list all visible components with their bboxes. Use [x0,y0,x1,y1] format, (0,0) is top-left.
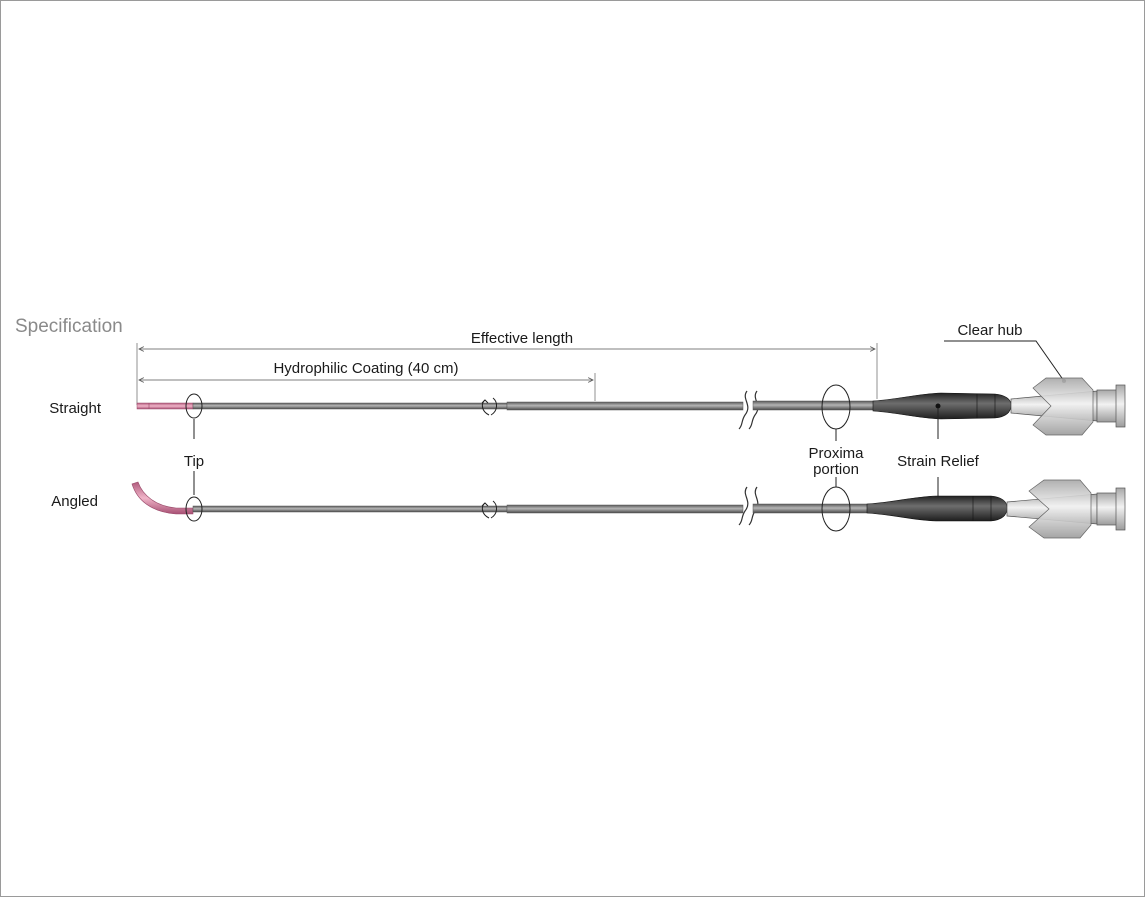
straight-tip-rotation-icon [185,393,203,419]
proximal-label-line1: Proxima [808,445,864,462]
angled-shaft-proximal [752,503,870,514]
tip-label: Tip [184,453,204,470]
angled-coating-rotation-icon [481,500,497,519]
proximal-portion-callout: Proxima portion [808,429,864,487]
angled-strain-relief [866,495,1008,522]
tip-callout: Tip [184,419,204,495]
angled-catheter [131,479,1126,539]
angled-hub [1006,479,1126,539]
straight-label: Straight [49,400,102,417]
strain-relief-callout: Strain Relief [897,408,980,508]
effective-length-dimension: Effective length [136,330,878,405]
angled-tip-segment [131,481,194,515]
hydrophilic-coating-dimension: Hydrophilic Coating (40 cm) [139,360,596,401]
angled-tip-rotation-icon [185,496,203,522]
angled-proximal-rotation-icon [821,486,851,532]
straight-shaft-break-icon [738,390,759,430]
hydrophilic-coating-label: Hydrophilic Coating (40 cm) [273,360,458,377]
straight-shaft-coated [192,402,508,410]
strain-relief-label: Strain Relief [897,453,980,470]
straight-shaft-proximal [752,400,876,411]
straight-shaft-mid [506,401,744,411]
proximal-label-line2: portion [813,461,859,478]
straight-strain-relief [872,392,1012,420]
angled-shaft-coated [192,505,508,513]
effective-length-label: Effective length [471,330,573,347]
section-title: Specification [15,316,123,337]
angled-shaft-mid [506,504,744,514]
straight-catheter [136,377,1126,436]
clear-hub-label: Clear hub [957,322,1022,339]
angled-label: Angled [51,493,98,510]
straight-tip-segment [136,402,194,410]
straight-coating-rotation-icon [481,397,497,416]
clear-hub-callout: Clear hub [944,322,1066,383]
straight-hub [1010,377,1126,436]
